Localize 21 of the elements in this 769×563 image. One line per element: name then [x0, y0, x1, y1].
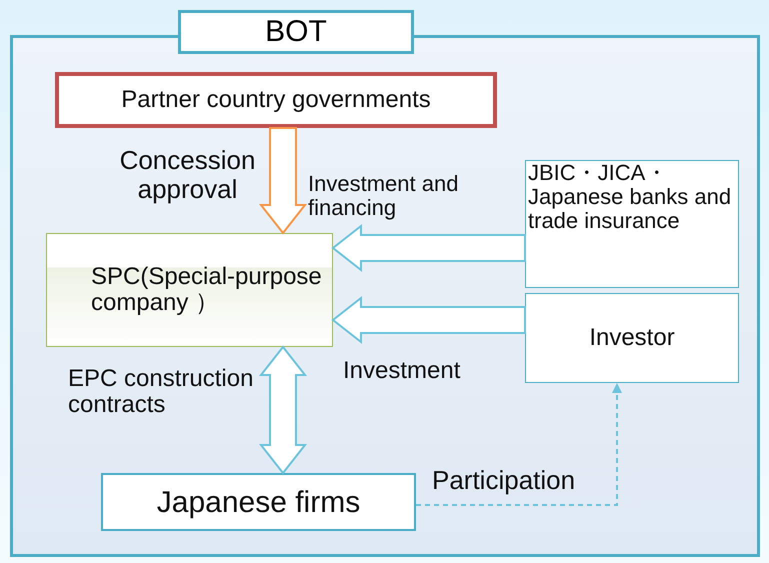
- node-text: Partner country governments: [121, 86, 431, 114]
- edge-label: Investment: [343, 358, 462, 384]
- edge-label: Participation: [432, 466, 576, 495]
- hollow-arrow: [331, 224, 526, 272]
- heading: BOT: [178, 10, 414, 54]
- node-text: SPC(Special-purpose company ）: [91, 264, 323, 316]
- node-text: Investor: [589, 324, 675, 352]
- node-text: Japanese firms: [156, 486, 360, 518]
- edge-label: Investment and financing: [308, 172, 460, 220]
- process-box: [55, 72, 497, 128]
- process-box: [525, 293, 739, 383]
- dashed-arrow: [416, 383, 622, 506]
- hollow-arrow: [258, 345, 308, 475]
- edge-label: Concession approval: [118, 146, 256, 204]
- hollow-arrow: [258, 127, 308, 235]
- process-box: [525, 160, 739, 288]
- process-box: [101, 473, 416, 531]
- hollow-arrow: [331, 296, 526, 344]
- edge-label: EPC construction contracts: [68, 366, 254, 419]
- process-box: [46, 233, 333, 347]
- node-text: JBIC・JICA・Japanese banks and trade insurance: [528, 161, 732, 234]
